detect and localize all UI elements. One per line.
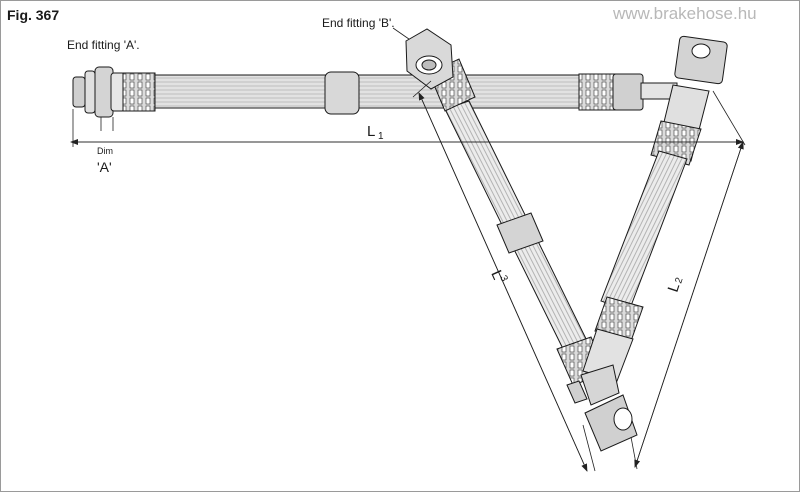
dim-l3-line-back — [418, 92, 588, 472]
hose-sleeve-top — [324, 71, 360, 115]
bracket-bore — [613, 407, 633, 431]
banjo-block-right — [674, 35, 728, 85]
fitting-a-hex — [94, 66, 114, 118]
figure-label: Fig. 367 — [7, 7, 59, 23]
horizontal-hose — [150, 71, 678, 115]
dim-l1-subscript: 1 — [378, 131, 384, 142]
tube-junction — [582, 328, 634, 382]
bottom-bracket-fitting — [566, 364, 638, 452]
dimension-l3: L 3 — [412, 80, 596, 472]
crimp-ferrule-left — [122, 72, 156, 112]
banjo-bore-right — [691, 43, 711, 59]
bracket-pin — [566, 380, 588, 404]
dim-a-label: 'A' — [97, 159, 112, 175]
dim-l2-ext-top — [712, 90, 746, 146]
ferrule-collar-right — [612, 73, 644, 111]
hose-body-horizontal — [150, 74, 592, 109]
fitting-b-bore-inner — [421, 59, 437, 71]
end-fitting-a-caption: End fitting 'A'. — [67, 38, 140, 52]
hose-sleeve-l3 — [496, 212, 544, 254]
dim-l3-ext-bottom — [582, 424, 596, 472]
dim-l2-subscript: 2 — [673, 276, 685, 285]
fitting-a-flange — [84, 70, 96, 114]
dim-l3-subscript: 3 — [497, 274, 509, 284]
diagonal-hose-l3 — [428, 58, 608, 386]
dim-l2-line-back — [634, 141, 744, 468]
crimp-ferrule-right — [578, 73, 618, 111]
end-fitting-b — [405, 28, 454, 90]
dimension-l1: L 1 — [70, 109, 744, 147]
dim-l3-ext-top — [412, 80, 432, 98]
dim-l1-label: L — [367, 123, 375, 140]
end-fitting-a — [72, 66, 156, 131]
bracket-neck — [580, 364, 620, 406]
end-fitting-b-caption: End fitting 'B'. — [322, 16, 395, 30]
dim-l2-ext-bottom — [630, 436, 638, 470]
dim-label: Dim — [97, 146, 113, 156]
fitting-a-cap — [72, 76, 86, 108]
watermark: www.brakehose.hu — [612, 4, 757, 23]
